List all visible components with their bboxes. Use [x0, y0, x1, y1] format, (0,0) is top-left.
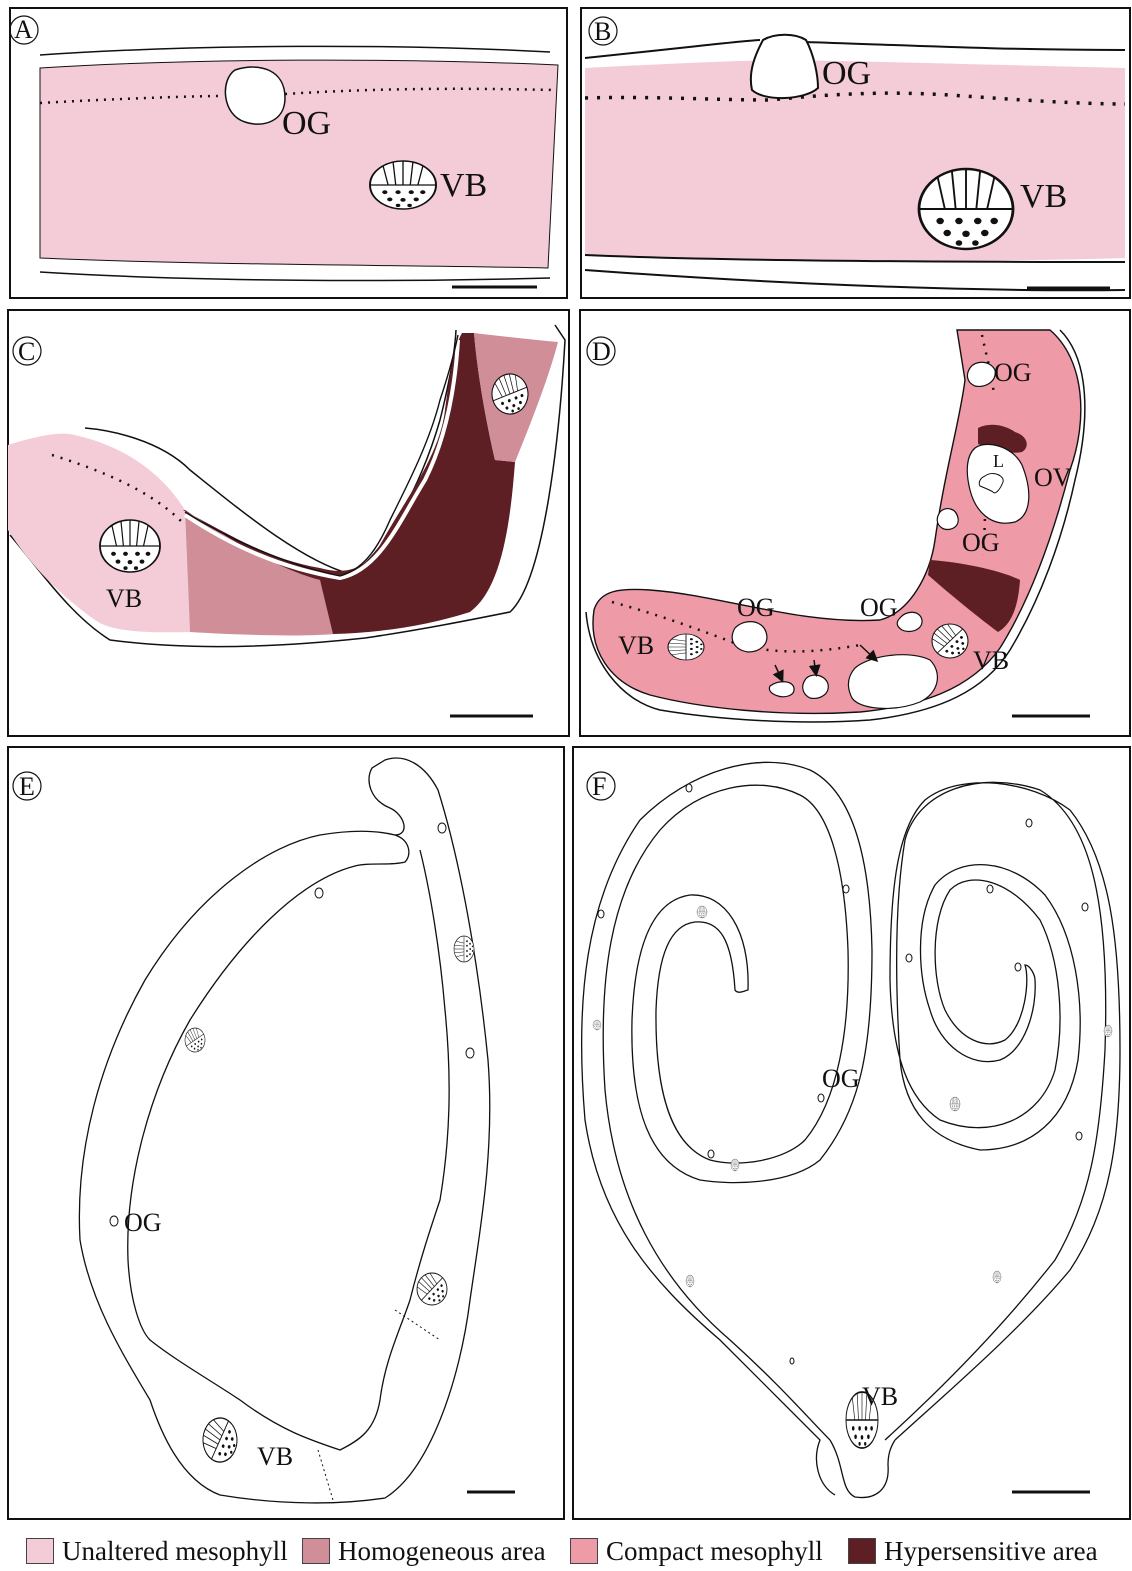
panel-f-oil-gland-2	[598, 910, 604, 918]
panel-f-oil-gland-5	[1082, 903, 1088, 911]
figure: A OG VB B OG VB C VB	[0, 0, 1132, 1531]
panel-f-oil-gland-7	[906, 954, 912, 962]
panel-e-oil-gland-1	[438, 823, 446, 833]
panel-b-vascular-bundle	[919, 169, 1013, 249]
panel-a-outer-line-bottom	[40, 272, 550, 280]
panel-e-vascular-bundle-4	[197, 1410, 243, 1470]
panel-f-oil-gland-8	[1015, 963, 1021, 971]
legend-swatch-homogeneous	[302, 1538, 330, 1564]
legend: Unaltered mesophyll Homogeneous area Com…	[0, 1531, 1132, 1571]
panel-f-oil-gland-10	[818, 1094, 824, 1102]
panel-f-vascular-bundle-5	[731, 1159, 739, 1171]
legend-label-hypersensitive: Hypersensitive area	[884, 1536, 1098, 1567]
panel-c-unaltered-zone	[8, 434, 190, 633]
panel-f-oil-gland-9	[1076, 1132, 1082, 1140]
panel-d-label-l: L	[993, 451, 1004, 471]
panel-e-oil-gland-2	[315, 888, 323, 898]
panel-d-cavity-small-2	[803, 675, 829, 698]
panel-a-outer-line-top	[40, 46, 550, 55]
panel-f-label-og: OG	[822, 1064, 860, 1093]
legend-label-unaltered: Unaltered mesophyll	[62, 1536, 288, 1567]
legend-swatch-hypersensitive	[848, 1538, 876, 1564]
panel-e-dotted-marker-1	[395, 1310, 440, 1340]
panel-f-oil-gland-11	[708, 1150, 714, 1158]
panel-b-outer-line-bottom	[585, 255, 1125, 290]
panel-b-label-vb: VB	[1020, 178, 1067, 215]
panel-f-oil-gland-6	[987, 885, 993, 893]
legend-item-homogeneous: Homogeneous area	[302, 1535, 546, 1567]
panel-d-cavity-small-1	[769, 682, 794, 697]
panel-d: D OG L OV OG OG OG VB VB	[580, 310, 1130, 736]
legend-label-homogeneous: Homogeneous area	[338, 1536, 546, 1567]
panel-d-letter: D	[592, 337, 611, 366]
panel-e: E OG VB	[8, 747, 564, 1519]
panel-a: A OG VB	[10, 8, 567, 298]
panel-d-label-ov: OV	[1034, 463, 1072, 492]
panel-a-label-og: OG	[282, 105, 331, 142]
panel-f-vascular-bundle-3	[1104, 1025, 1112, 1037]
panel-e-oil-gland-4	[110, 1216, 118, 1226]
panel-d-oil-gland-left	[732, 622, 767, 652]
legend-swatch-unaltered	[26, 1538, 54, 1564]
panel-e-label-vb: VB	[257, 1442, 293, 1471]
panel-c-vascular-bundle-left	[100, 520, 160, 572]
panel-f-vascular-bundle-2	[593, 1020, 601, 1030]
legend-item-compact: Compact mesophyll	[570, 1535, 823, 1567]
panel-f-vascular-bundle-6	[686, 1275, 694, 1287]
panel-e-inner-outline	[128, 835, 449, 1450]
panel-f-vascular-bundle-1	[697, 906, 707, 918]
panel-d-vascular-bundle-left	[668, 634, 704, 660]
panel-f-letter: F	[592, 772, 606, 801]
panel-e-dotted-marker-2	[318, 1450, 333, 1500]
panel-a-letter: A	[14, 15, 33, 44]
panel-d-label-vb-left: VB	[618, 631, 654, 660]
panel-f-vascular-bundle-4	[950, 1097, 960, 1111]
panel-e-oil-gland-3	[466, 1048, 474, 1058]
panel-d-label-og-mid: OG	[962, 528, 1000, 557]
panel-e-outer-outline	[79, 758, 489, 1503]
panel-c: C VB	[8, 310, 569, 736]
panel-e-frame	[8, 747, 564, 1519]
panel-b-oil-gland	[751, 35, 818, 98]
legend-item-hypersensitive: Hypersensitive area	[848, 1535, 1098, 1567]
panel-b-label-og: OG	[822, 55, 871, 92]
panel-b-letter: B	[594, 17, 611, 46]
panel-a-oil-gland	[225, 67, 285, 124]
panel-f-oil-gland-1	[686, 784, 692, 792]
legend-item-unaltered: Unaltered mesophyll	[26, 1535, 288, 1567]
panel-f-oil-gland-12	[790, 1358, 794, 1364]
panel-e-vascular-bundle-1	[454, 936, 474, 962]
panel-e-label-og: OG	[124, 1208, 162, 1237]
panel-a-vascular-bundle	[370, 161, 436, 209]
panel-d-label-og-right: OG	[860, 593, 898, 622]
panel-c-letter: C	[18, 337, 35, 366]
panel-d-label-og-top: OG	[994, 358, 1032, 387]
panel-d-oil-gland-mid	[937, 509, 958, 530]
panel-a-label-vb: VB	[440, 167, 487, 204]
panel-d-label-vb-right: VB	[973, 646, 1009, 675]
legend-label-compact: Compact mesophyll	[606, 1536, 823, 1567]
legend-swatch-compact	[570, 1538, 598, 1564]
panel-c-label-vb: VB	[106, 584, 142, 613]
panel-d-cavity-large	[848, 655, 937, 709]
panel-f-oil-gland-4	[1026, 819, 1032, 827]
panel-f: F OG VB	[573, 747, 1130, 1519]
panel-f-right-spiral-outer	[885, 782, 1120, 1440]
panel-b: B OG VB	[581, 8, 1130, 298]
panel-f-vascular-bundle-7	[993, 1271, 1001, 1283]
panel-e-letter: E	[19, 772, 35, 801]
panel-d-label-og-left: OG	[737, 593, 775, 622]
panel-f-label-vb: VB	[862, 1382, 898, 1411]
panel-f-oil-gland-3	[843, 885, 849, 893]
panel-a-mesophyll	[40, 60, 558, 268]
panel-d-oil-gland-top	[967, 362, 995, 386]
panel-f-left-spiral-outer	[582, 762, 872, 1495]
